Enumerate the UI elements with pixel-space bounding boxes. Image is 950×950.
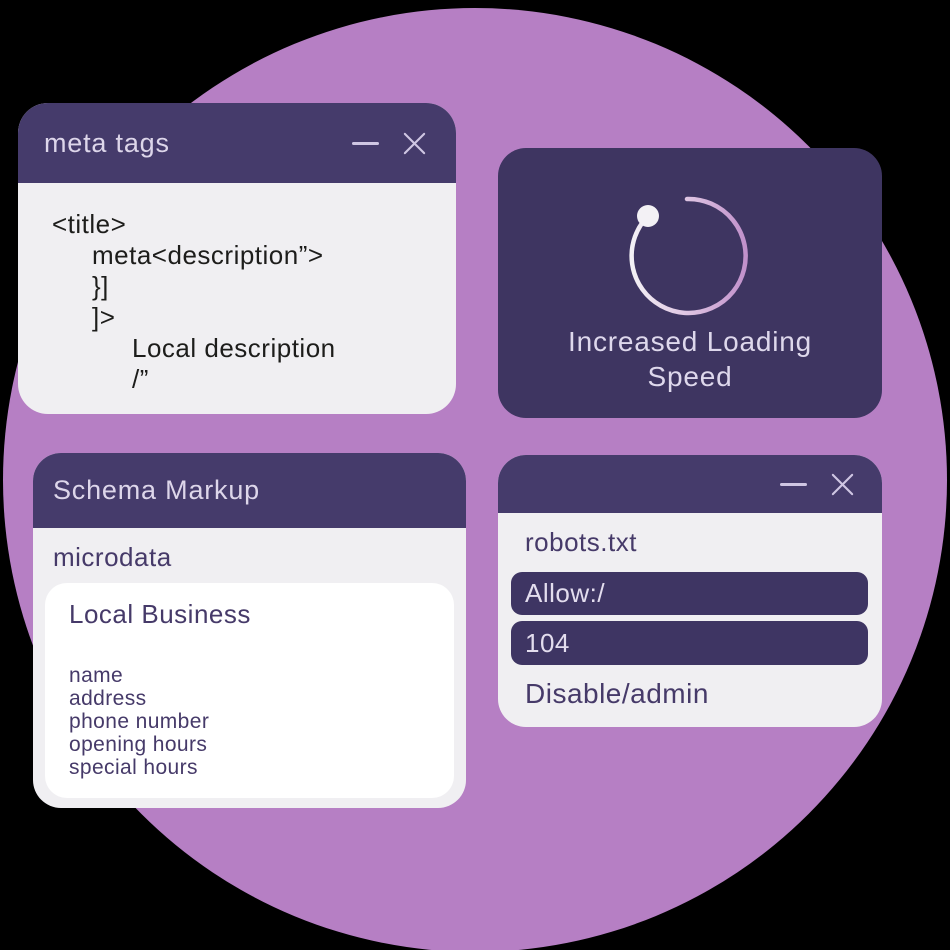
code-line: meta<description”> (92, 240, 324, 270)
robots-body: robots.txt Allow:/ 104 Disable/admin (498, 513, 882, 710)
code-line: /” (132, 364, 149, 394)
meta-tags-window: meta tags <title> meta<description”> }] … (18, 103, 456, 414)
local-business-title: Local Business (69, 599, 251, 629)
business-field: opening hours (69, 733, 208, 756)
business-field: name (69, 664, 124, 687)
business-field: phone number (69, 710, 210, 733)
code-line: Local description (132, 333, 336, 363)
loading-spinner-icon (629, 196, 748, 316)
business-field: address (69, 687, 147, 710)
window-controls (780, 471, 856, 498)
minimize-icon[interactable] (780, 482, 807, 486)
schema-markup-window: Schema Markup microdata Local Business n… (33, 453, 466, 808)
robots-window: robots.txt Allow:/ 104 Disable/admin (498, 455, 882, 727)
code-line: }] (92, 271, 109, 301)
meta-code-block: <title> meta<description”> }] ]> Local d… (18, 183, 456, 395)
allow-rule-field[interactable]: Allow:/ (511, 572, 868, 615)
allow-rule-text: Allow:/ (525, 578, 606, 608)
close-icon[interactable] (829, 471, 856, 498)
close-icon[interactable] (401, 130, 428, 157)
schema-markup-titlebar[interactable]: Schema Markup (33, 453, 466, 528)
loading-label-line1: Increased Loading (568, 326, 812, 357)
disable-admin-label: Disable/admin (525, 678, 709, 709)
robots-titlebar[interactable] (498, 455, 882, 513)
minimize-icon[interactable] (352, 141, 379, 145)
spinner-dot (637, 205, 659, 227)
meta-tags-title: meta tags (44, 127, 170, 158)
microdata-label: microdata (53, 542, 172, 572)
loading-label-line2: Speed (647, 361, 733, 392)
loading-speed-label: Increased Loading Speed (498, 324, 882, 394)
business-fields-list: name address phone number opening hours … (69, 664, 434, 779)
loading-speed-card: Increased Loading Speed (498, 148, 882, 418)
code-line: ]> (92, 302, 116, 332)
local-business-card: Local Business name address phone number… (45, 583, 454, 798)
code-line: <title> (52, 209, 127, 239)
robots-filename: robots.txt (525, 527, 637, 557)
code-rule-text: 104 (525, 627, 570, 658)
business-field: special hours (69, 756, 198, 779)
schema-markup-title: Schema Markup (53, 475, 260, 505)
meta-tags-titlebar[interactable]: meta tags (18, 103, 456, 183)
window-controls (352, 130, 428, 157)
code-rule-field[interactable]: 104 (511, 621, 868, 665)
